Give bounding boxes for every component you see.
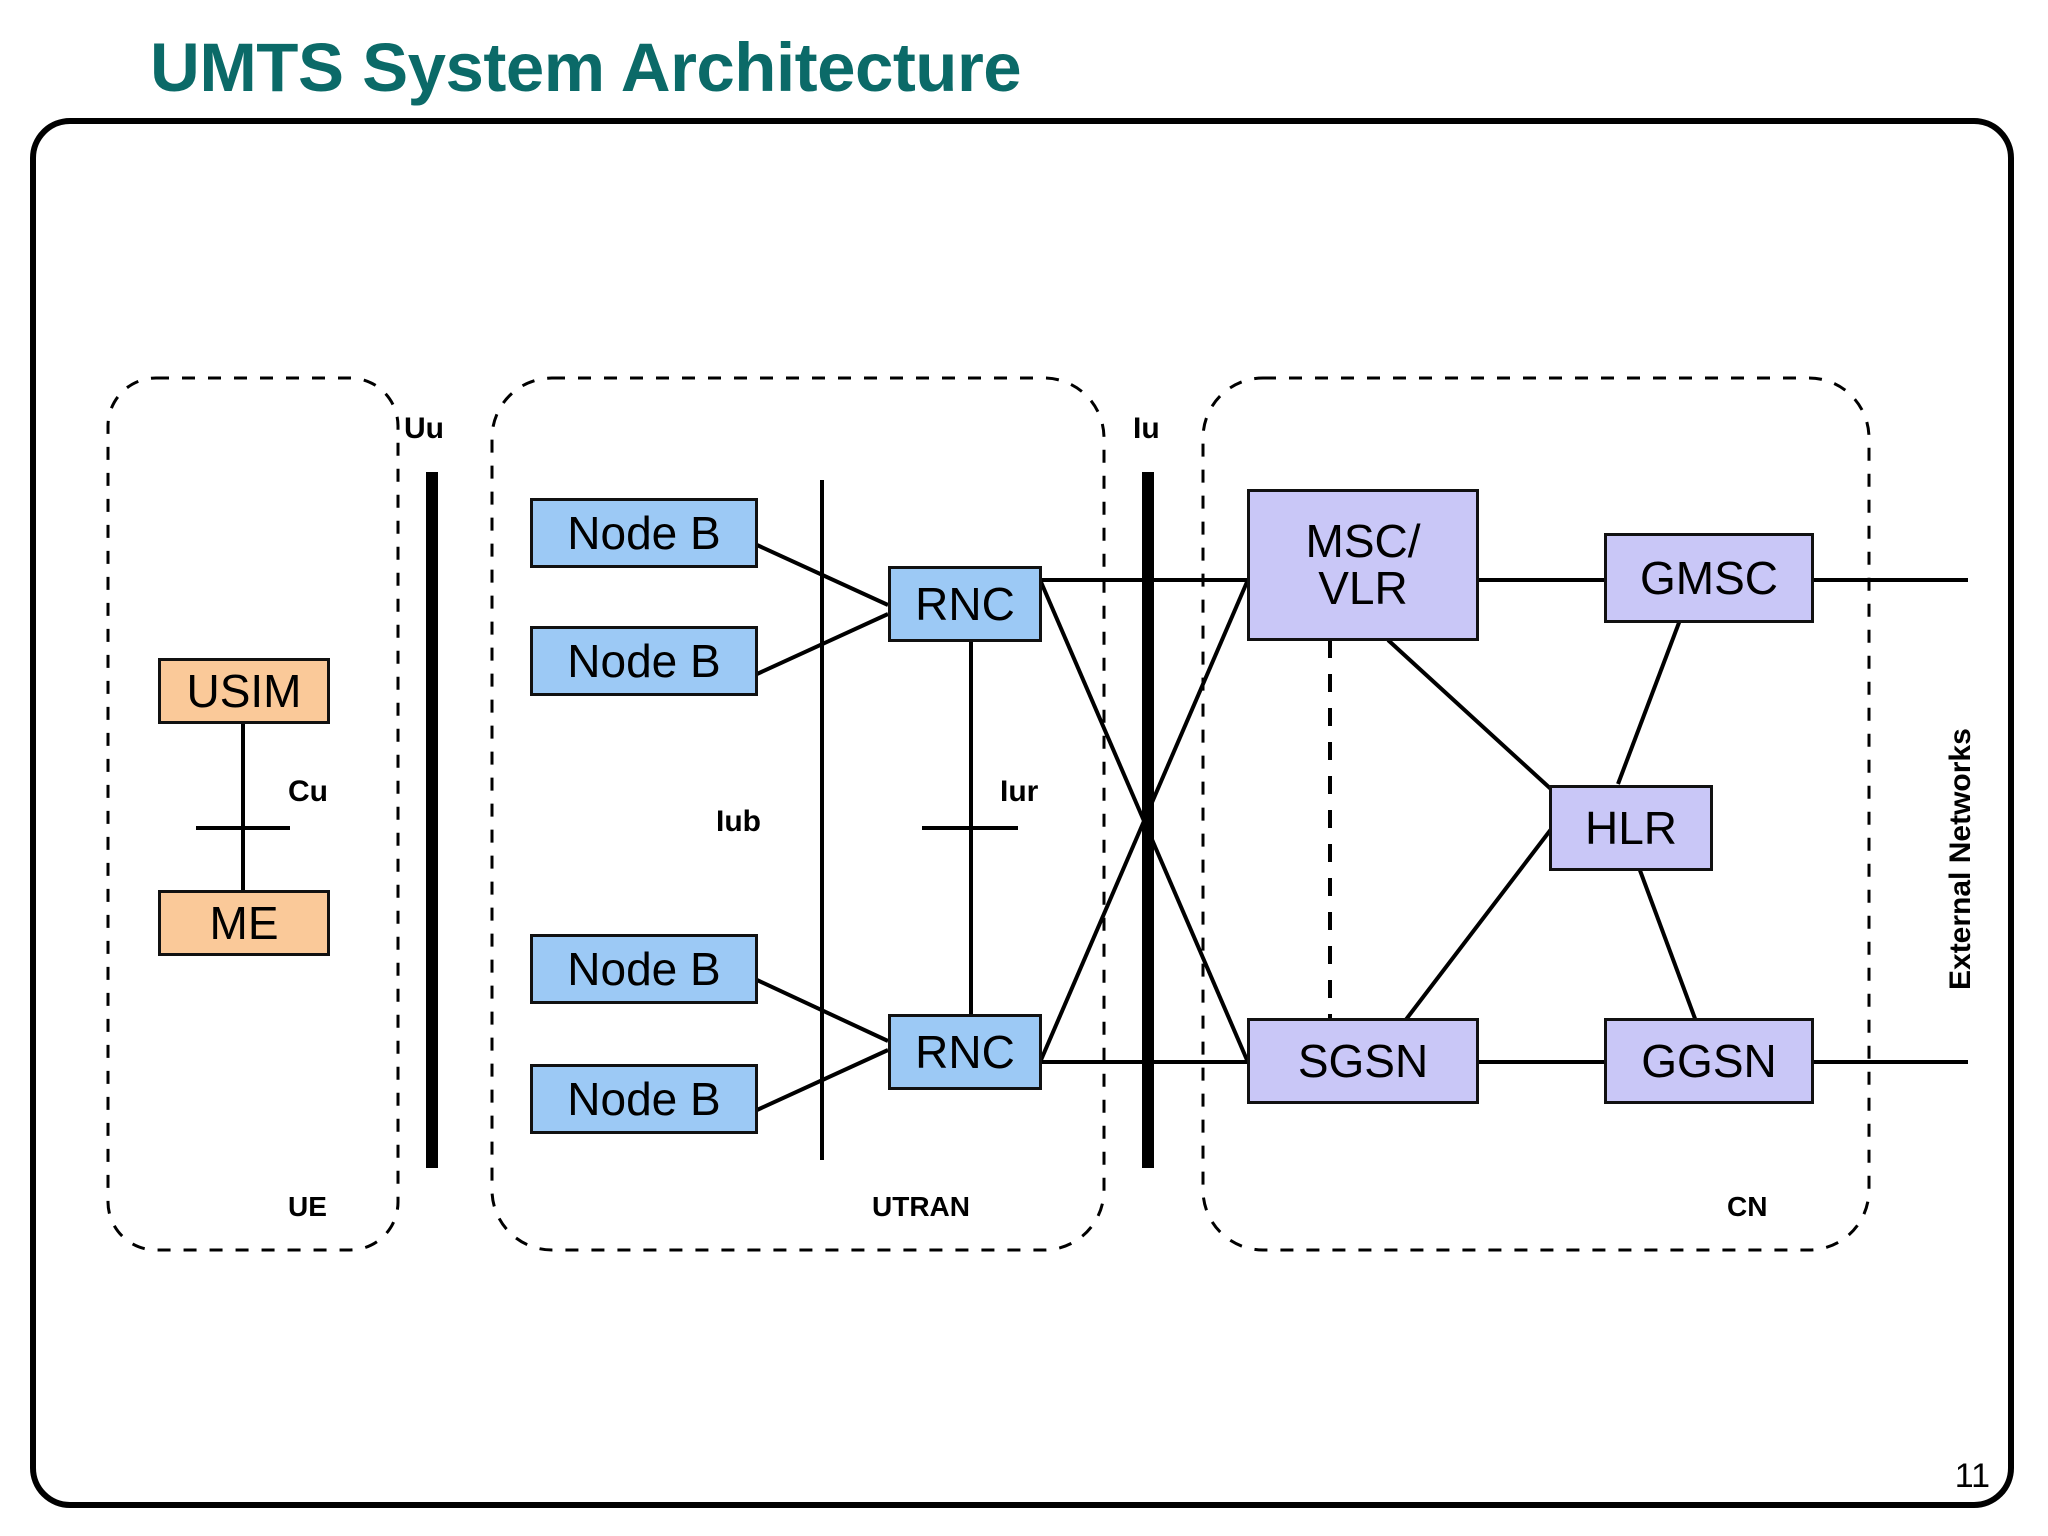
node-gmsc[interactable]: GMSC <box>1604 533 1814 623</box>
node-nodeb-2-label: Node B <box>567 634 721 687</box>
node-me[interactable]: ME <box>158 890 330 956</box>
domain-label-ue: UE <box>288 1191 327 1222</box>
interface-label-uu: Uu <box>404 412 444 445</box>
node-sgsn-label: SGSN <box>1297 1034 1429 1087</box>
domain-label-utran: UTRAN <box>872 1191 970 1222</box>
external-networks-label: External Networks <box>1944 728 1977 990</box>
interface-label-iu: Iu <box>1133 412 1160 445</box>
node-rnc-1-label: RNC <box>915 577 1015 630</box>
slide-frame <box>30 118 2014 1508</box>
node-rnc-1[interactable]: RNC <box>888 566 1042 642</box>
node-gmsc-label: GMSC <box>1640 551 1778 604</box>
node-nodeb-1-label: Node B <box>567 506 721 559</box>
node-usim-label: USIM <box>186 664 302 717</box>
node-usim[interactable]: USIM <box>158 658 330 724</box>
interface-label-iub: Iub <box>716 805 761 838</box>
node-rnc-2-label: RNC <box>915 1025 1015 1078</box>
node-rnc-2[interactable]: RNC <box>888 1014 1042 1090</box>
node-nodeb-1[interactable]: Node B <box>530 498 758 568</box>
interface-label-iur: Iur <box>1000 775 1039 808</box>
node-me-label: ME <box>209 896 279 949</box>
node-msc-vlr-label: MSC/ VLR <box>1305 515 1421 614</box>
node-nodeb-4[interactable]: Node B <box>530 1064 758 1134</box>
node-nodeb-4-label: Node B <box>567 1072 721 1125</box>
node-nodeb-3[interactable]: Node B <box>530 934 758 1004</box>
node-nodeb-3-label: Node B <box>567 942 721 995</box>
page-title: UMTS System Architecture <box>150 29 1022 106</box>
node-nodeb-2[interactable]: Node B <box>530 626 758 696</box>
node-msc-vlr[interactable]: MSC/ VLR <box>1247 489 1479 641</box>
domain-label-cn: CN <box>1727 1191 1768 1222</box>
node-hlr-label: HLR <box>1584 801 1678 854</box>
interface-label-cu: Cu <box>288 775 328 808</box>
page-number: 11 <box>1954 1457 1990 1495</box>
node-sgsn[interactable]: SGSN <box>1247 1018 1479 1104</box>
node-ggsn-label: GGSN <box>1641 1034 1777 1087</box>
node-hlr[interactable]: HLR <box>1549 785 1713 871</box>
node-ggsn[interactable]: GGSN <box>1604 1018 1814 1104</box>
